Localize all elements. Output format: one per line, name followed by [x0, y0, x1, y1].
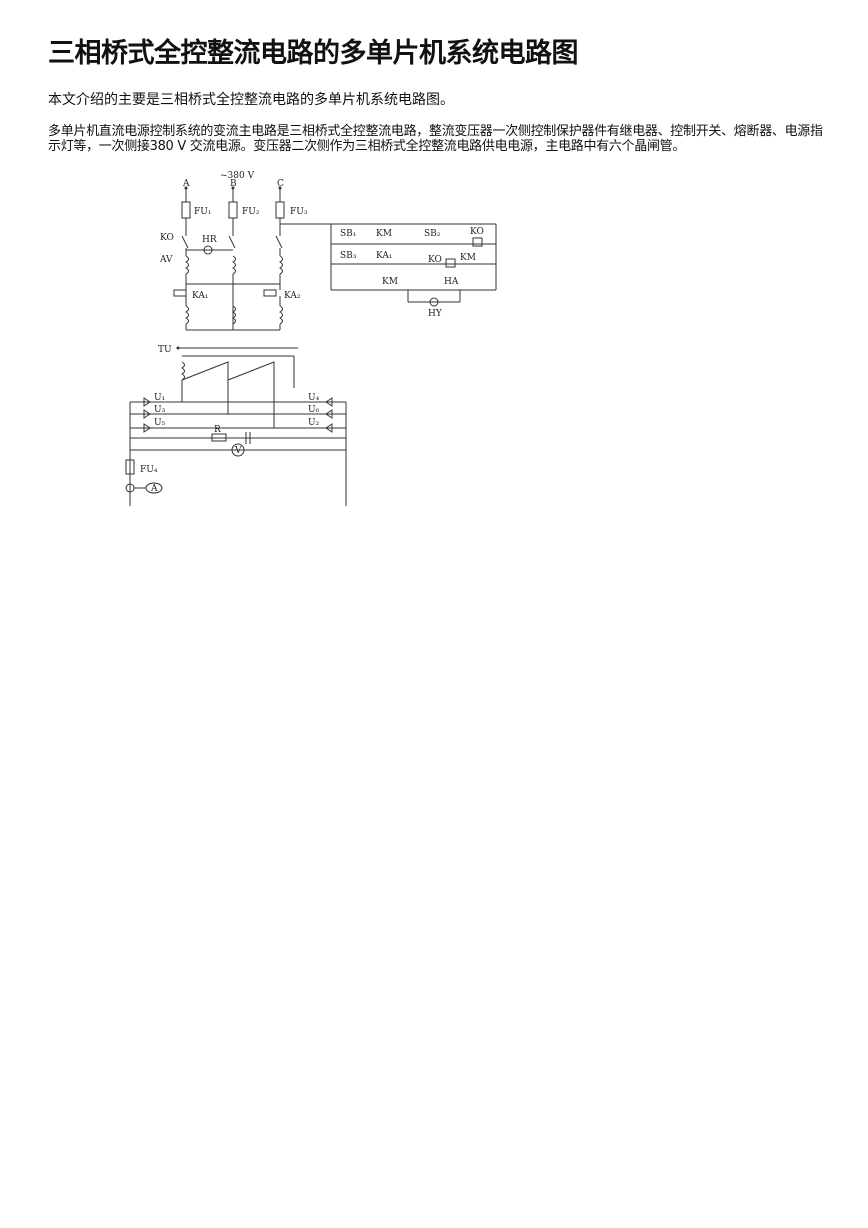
label-a: A — [150, 484, 158, 494]
label-ha: HA — [444, 277, 459, 287]
label-voltage: ~380 V — [220, 171, 255, 181]
label-ka1: KA₁ — [192, 291, 208, 301]
label-ka2: KA₂ — [284, 291, 301, 301]
body-paragraph: 多单片机直流电源控制系统的变流主电路是三相桥式全控整流电路，整流变压器一次侧控制… — [48, 124, 823, 154]
label-u1: U₁ — [154, 393, 165, 403]
label-u4: U₄ — [308, 393, 320, 403]
label-av: AV — [159, 255, 173, 265]
label-u5: U₅ — [154, 418, 166, 428]
label-phase-b: B — [230, 179, 237, 189]
label-sb1: SB₁ — [340, 229, 356, 239]
label-sb3: SB₃ — [340, 251, 357, 261]
label-km-mid: KM — [382, 277, 398, 287]
label-fu4: FU₄ — [140, 465, 158, 475]
label-ko: KO — [160, 233, 174, 243]
label-km-coil: KM — [460, 253, 476, 263]
label-fu2: FU₂ — [242, 207, 260, 217]
label-km-top: KM — [376, 229, 392, 239]
label-r: R — [214, 425, 221, 435]
label-hy: HY — [428, 309, 443, 319]
label-fu1: FU₁ — [194, 207, 211, 217]
document-page: 三相桥式全控整流电路的多单片机系统电路图 本文介绍的主要是三相桥式全控整流电路的… — [48, 36, 823, 506]
label-hr: HR — [202, 235, 217, 245]
page-title: 三相桥式全控整流电路的多单片机系统电路图 — [48, 38, 579, 69]
label-fu3: FU₃ — [290, 207, 308, 217]
label-tu: TU — [158, 345, 172, 355]
circuit-diagram-svg: ~380 V A B C FU₁ FU₂ FU₃ KO HR AV KA₁ KA… — [125, 171, 497, 506]
label-u2: U₂ — [308, 418, 320, 428]
circuit-diagram: ~380 V A B C FU₁ FU₂ FU₃ KO HR AV KA₁ KA… — [48, 170, 534, 506]
label-phase-c: C — [277, 179, 284, 189]
label-v: V — [234, 446, 242, 456]
label-u3: U₃ — [154, 405, 166, 415]
label-sb2: SB₂ — [424, 229, 441, 239]
label-phase-a: A — [182, 179, 190, 189]
label-ko-ctrl: KO — [428, 255, 442, 265]
label-u6: U₆ — [308, 405, 320, 415]
label-ko-coil: KO — [470, 227, 484, 237]
label-ka1-ctrl: KA₁ — [376, 251, 392, 261]
intro-paragraph: 本文介绍的主要是三相桥式全控整流电路的多单片机系统电路图。 — [48, 92, 454, 108]
